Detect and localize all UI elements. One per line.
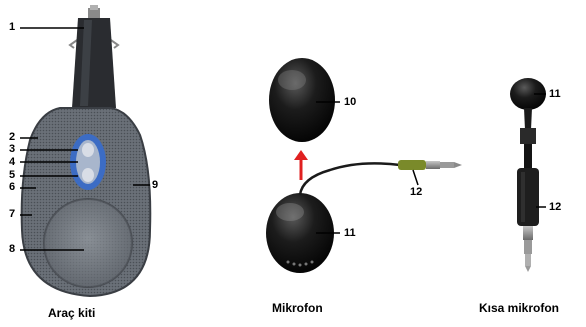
- microphone: [266, 58, 462, 273]
- callout-8: 8: [9, 243, 15, 255]
- callout-7: 7: [9, 208, 15, 220]
- callout-2: 2: [9, 131, 15, 143]
- callout-1: 1: [9, 21, 15, 33]
- callout-10: 10: [344, 96, 356, 108]
- callout-5: 5: [9, 169, 15, 181]
- callout-3: 3: [9, 143, 15, 155]
- callout-9: 9: [152, 179, 158, 191]
- callout-6: 6: [9, 181, 15, 193]
- caption-short-microphone: Kısa mikrofon: [479, 301, 559, 315]
- callout-12-short-microphone: 12: [549, 201, 561, 213]
- callout-4: 4: [9, 156, 15, 168]
- callout-11-short-microphone: 11: [549, 88, 561, 100]
- caption-microphone: Mikrofon: [272, 301, 323, 315]
- callout-12-microphone: 12: [410, 186, 422, 198]
- short-microphone: [510, 78, 546, 272]
- caption-car-kit: Araç kiti: [48, 306, 95, 320]
- callout-11-microphone: 11: [344, 227, 356, 239]
